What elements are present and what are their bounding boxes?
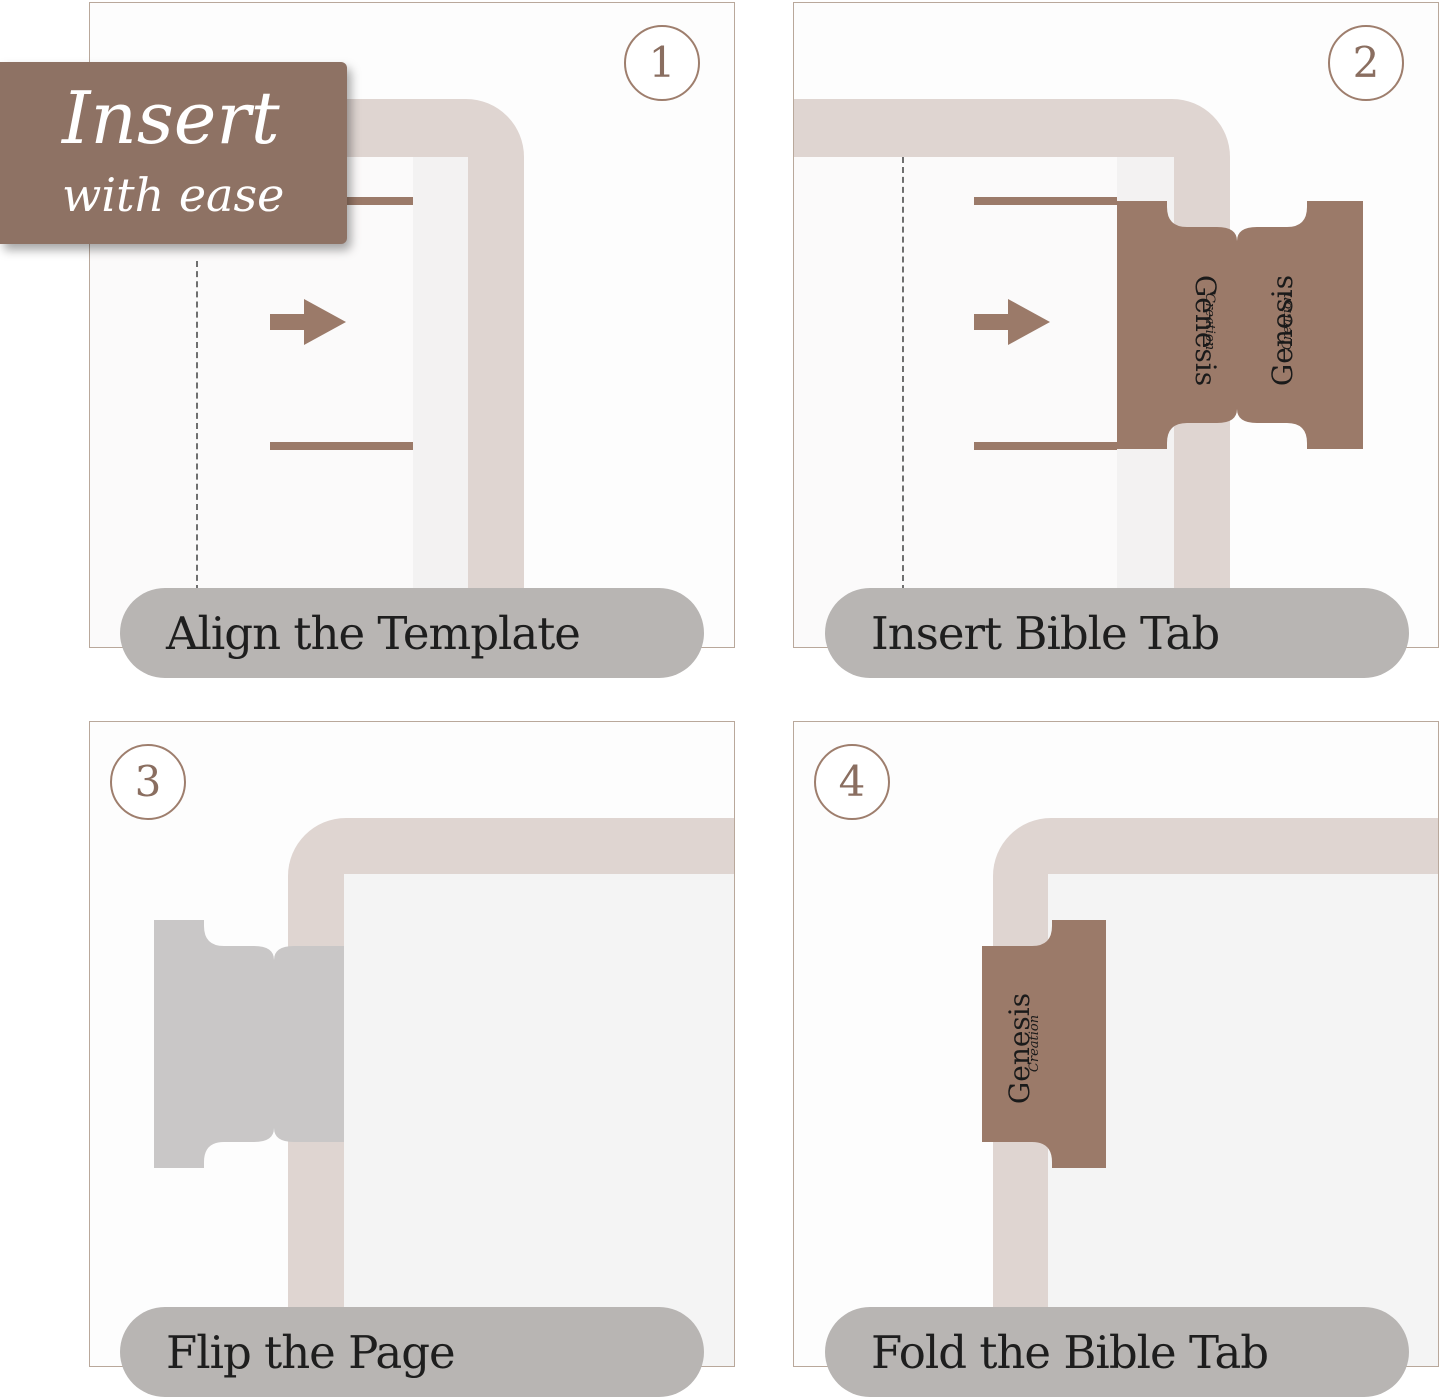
badge-title: Insert — [62, 76, 280, 160]
step-2-panel: Genesis Creation Genesis Creation 2 — [793, 2, 1439, 648]
step-number-3: 3 — [110, 744, 186, 820]
step-4-panel: Genesis Creation 4 — [793, 721, 1439, 1367]
dashed-guide-line — [196, 261, 198, 591]
step-number-2: 2 — [1328, 25, 1404, 101]
bible-tab-folded — [982, 920, 1106, 1168]
step-2-label: Insert Bible Tab — [825, 588, 1409, 678]
template-line-top — [974, 197, 1117, 205]
book-page — [1048, 874, 1438, 1366]
bible-tab-flipped — [154, 920, 344, 1168]
bible-tab-unfolded — [1117, 201, 1363, 449]
step-number-4: 4 — [814, 744, 890, 820]
template-line-bottom — [270, 442, 413, 450]
tab-book-subtitle-mirror: Creation — [1280, 292, 1296, 351]
dashed-guide-line — [902, 157, 904, 591]
book-page — [344, 874, 734, 1366]
step-number-1: 1 — [624, 25, 700, 101]
arrow-right-icon — [974, 299, 1050, 345]
step-1-label: Align the Template — [120, 588, 704, 678]
insert-badge: Insert with ease — [0, 62, 347, 244]
tab-book-subtitle: Creation — [1202, 292, 1218, 351]
step-3-label: Flip the Page — [120, 1307, 704, 1397]
book-cover-top — [794, 99, 1094, 157]
tab-book-subtitle: Creation — [1027, 1014, 1043, 1073]
template-sheet — [794, 157, 1117, 647]
template-line-bottom — [974, 442, 1117, 450]
badge-subtitle: with ease — [62, 168, 285, 222]
step-4-label: Fold the Bible Tab — [825, 1307, 1409, 1397]
step-3-panel: 3 — [89, 721, 735, 1367]
arrow-right-icon — [270, 299, 346, 345]
